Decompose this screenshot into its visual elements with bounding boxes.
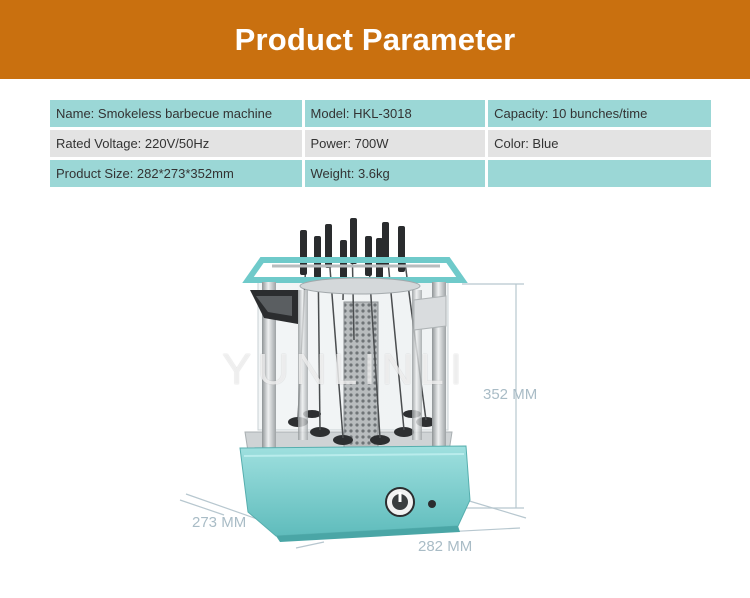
param-color: Color: Blue xyxy=(488,130,711,157)
heating-column xyxy=(343,301,379,453)
machine-base xyxy=(239,445,471,537)
param-power: Power: 700W xyxy=(304,130,486,157)
header-banner: Product Parameter xyxy=(0,0,750,79)
depth-dimension-label: 273 MM xyxy=(192,514,247,531)
table-row: Rated Voltage: 220V/50Hz Power: 700W Col… xyxy=(50,130,711,157)
watermark: YUNLINLI xyxy=(222,345,469,394)
power-indicator xyxy=(428,500,436,508)
param-capacity: Capacity: 10 bunches/time xyxy=(488,100,711,127)
left-pillar xyxy=(262,282,276,454)
param-weight: Weight: 3.6kg xyxy=(304,160,486,187)
table-row: Product Size: 282*273*352mm Weight: 3.6k… xyxy=(50,160,711,187)
width-dimension-label: 282 MM xyxy=(418,538,473,555)
param-size: Product Size: 282*273*352mm xyxy=(50,160,302,187)
product-image xyxy=(179,218,527,549)
height-dimension-label: 352 MM xyxy=(483,386,538,403)
param-name: Name: Smokeless barbecue machine xyxy=(50,100,302,127)
timer-knob xyxy=(385,487,415,517)
top-frame xyxy=(242,257,468,283)
table-row: Name: Smokeless barbecue machine Model: … xyxy=(50,100,711,127)
param-model: Model: HKL-3018 xyxy=(304,100,486,127)
page-title: Product Parameter xyxy=(234,21,516,57)
param-empty xyxy=(488,160,711,187)
param-voltage: Rated Voltage: 220V/50Hz xyxy=(50,130,302,157)
parameter-table: Name: Smokeless barbecue machine Model: … xyxy=(47,97,714,190)
right-handle xyxy=(413,295,447,331)
